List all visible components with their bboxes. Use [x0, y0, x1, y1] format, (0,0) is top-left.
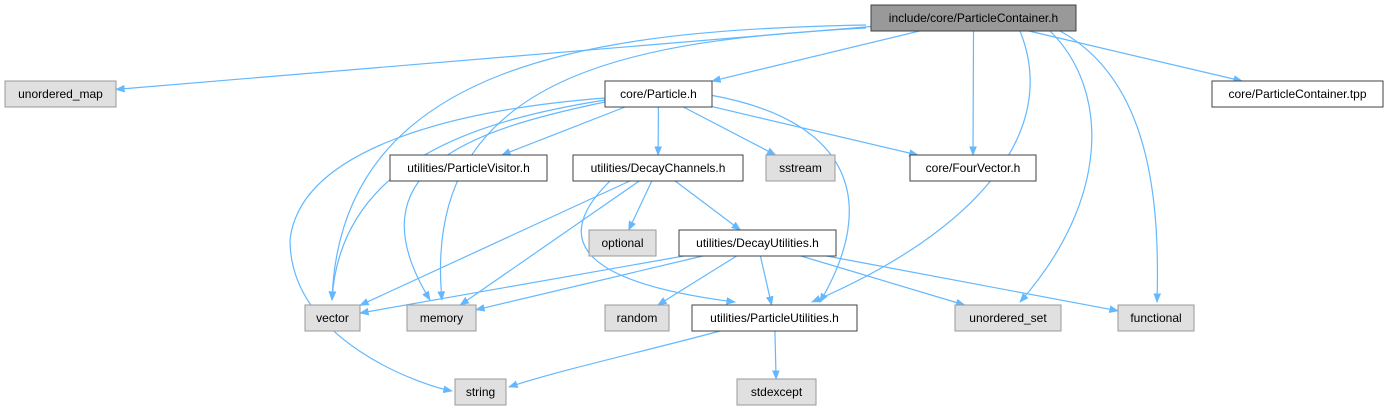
- node-root[interactable]: include/core/ParticleContainer.h: [870, 4, 1077, 32]
- node-label: core/FourVector.h: [926, 161, 1021, 175]
- edge-particle-h-to-memory: [403, 101, 606, 301]
- node-fourvector[interactable]: core/FourVector.h: [909, 154, 1037, 182]
- node-decay-channels[interactable]: utilities/DecayChannels.h: [572, 154, 744, 182]
- node-particle-utilities[interactable]: utilities/ParticleUtilities.h: [691, 304, 858, 332]
- node-label: random: [617, 311, 658, 325]
- node-box: [304, 304, 361, 332]
- node-sstream[interactable]: sstream: [765, 154, 836, 182]
- node-label: stdexcept: [751, 385, 803, 399]
- edge-decay-channels-to-vector: [359, 180, 631, 306]
- node-decay-utilities[interactable]: utilities/DecayUtilities.h: [678, 229, 837, 257]
- edge-decay-utilities-to-random: [657, 255, 737, 306]
- edge-decay-channels-to-particle-utilities: [580, 180, 736, 305]
- edge-particle-utilities-to-stdexcept: [772, 330, 780, 380]
- edge-decay-channels-to-decay-utilities: [674, 180, 742, 231]
- node-box: [406, 304, 477, 332]
- node-label: utilities/DecayChannels.h: [591, 161, 726, 175]
- node-label: include/core/ParticleContainer.h: [889, 11, 1058, 25]
- node-label: optional: [601, 236, 643, 250]
- node-label: utilities/ParticleVisitor.h: [407, 161, 530, 175]
- node-memory[interactable]: memory: [406, 304, 477, 332]
- node-box: [1117, 304, 1195, 332]
- node-box: [691, 304, 858, 332]
- edge-decay-utilities-to-particle-utilities: [759, 255, 774, 306]
- node-particle-h[interactable]: core/Particle.h: [604, 80, 713, 108]
- node-box: [909, 154, 1037, 182]
- edge-decay-utilities-to-unordered-set: [800, 255, 966, 307]
- node-label: memory: [420, 311, 463, 325]
- node-label: utilities/DecayUtilities.h: [696, 236, 819, 250]
- node-container-tpp[interactable]: core/ParticleContainer.tpp: [1211, 80, 1384, 108]
- node-optional[interactable]: optional: [588, 229, 657, 257]
- node-box: [678, 229, 837, 257]
- edge-decay-utilities-to-functional: [826, 255, 1119, 313]
- node-label: unordered_map: [18, 87, 103, 101]
- edge-root-to-memory: [437, 27, 867, 301]
- node-box: [604, 80, 713, 108]
- edge-particle-h-to-vector: [328, 99, 606, 301]
- node-label: vector: [316, 311, 349, 325]
- node-box: [765, 154, 836, 182]
- node-box: [736, 378, 817, 406]
- node-label: sstream: [779, 161, 822, 175]
- node-box: [954, 304, 1062, 332]
- node-label: utilities/ParticleUtilities.h: [710, 311, 839, 325]
- edge-root-to-particle-h: [711, 30, 920, 83]
- edge-root-to-functional: [1059, 30, 1162, 303]
- node-unordered-set[interactable]: unordered_set: [954, 304, 1062, 332]
- edge-root-to-unordered-set: [1019, 30, 1093, 303]
- node-box: [1211, 80, 1384, 108]
- node-label: string: [466, 385, 495, 399]
- node-label: functional: [1130, 311, 1181, 325]
- nodes-layer: include/core/ParticleContainer.h unordere…: [4, 4, 1384, 406]
- edge-particle-h-to-fourvector: [711, 106, 919, 157]
- node-label: core/ParticleContainer.tpp: [1228, 87, 1366, 101]
- edge-root-to-fourvector: [969, 30, 977, 156]
- edge-decay-utilities-to-memory: [475, 255, 703, 312]
- node-label: unordered_set: [969, 311, 1047, 325]
- edge-root-to-vector: [328, 24, 867, 301]
- node-string[interactable]: string: [454, 378, 507, 406]
- edges-layer: [115, 24, 1244, 394]
- edge-particle-h-to-particle-utilities: [709, 94, 850, 303]
- edge-particle-h-to-string: [289, 97, 606, 394]
- edge-root-to-container-tpp: [1028, 30, 1244, 83]
- node-box: [4, 80, 117, 108]
- node-unordered-map[interactable]: unordered_map: [4, 80, 117, 108]
- node-box: [604, 304, 670, 332]
- edge-decay-channels-to-memory: [459, 180, 640, 306]
- node-box: [454, 378, 507, 406]
- edge-decay-utilities-to-vector: [359, 255, 684, 316]
- edge-particle-utilities-to-string: [508, 330, 721, 388]
- node-functional[interactable]: functional: [1117, 304, 1195, 332]
- node-label: core/Particle.h: [620, 87, 697, 101]
- node-stdexcept[interactable]: stdexcept: [736, 378, 817, 406]
- edge-particle-h-to-sstream: [683, 106, 777, 156]
- node-box: [572, 154, 744, 182]
- node-box: [870, 4, 1077, 32]
- node-vector[interactable]: vector: [304, 304, 361, 332]
- node-random[interactable]: random: [604, 304, 670, 332]
- node-particle-visitor[interactable]: utilities/ParticleVisitor.h: [389, 154, 548, 182]
- node-box: [389, 154, 548, 182]
- node-box: [588, 229, 657, 257]
- edge-decay-channels-to-optional: [628, 180, 653, 231]
- edge-particle-h-to-particle-visitor: [501, 106, 626, 156]
